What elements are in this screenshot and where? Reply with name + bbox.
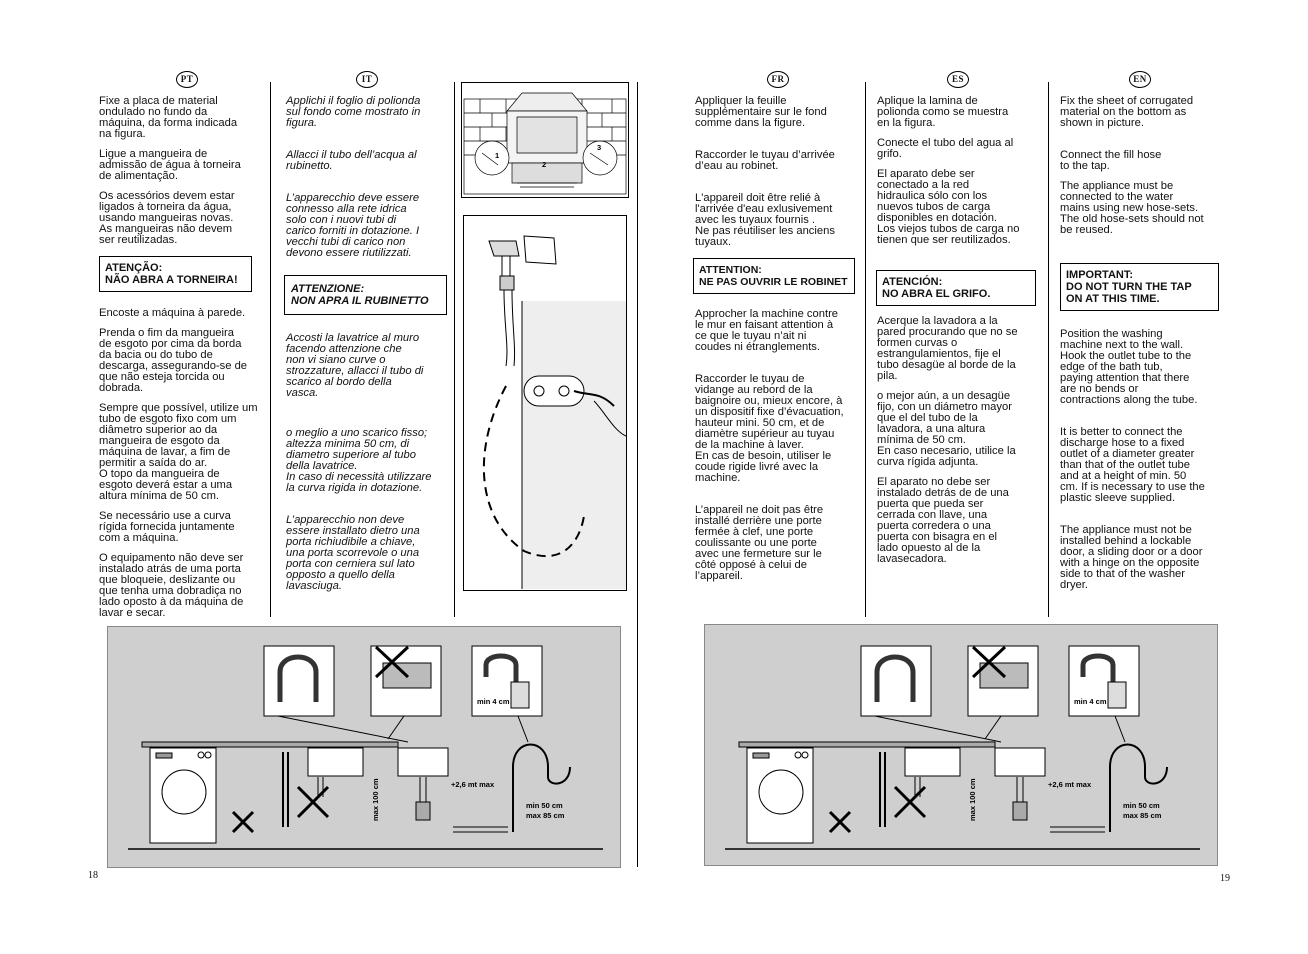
illustration-tap-hose [463, 215, 627, 591]
it-column-bottom: Accosti la lavatrice al muro facendo att… [286, 332, 451, 601]
diagram-label-max85: max 85 cm [526, 811, 565, 820]
pt-paragraph: O equipamento não deve ser instalado atr… [99, 552, 244, 619]
diagram-label-min50: min 50 cm [1123, 801, 1160, 810]
drain-hose-diagram-right: min 4 cm max 100 cm +2,6 mt max min 50 c… [704, 624, 1218, 866]
language-badge-es: ES [947, 71, 969, 88]
diagram-label-min50: min 50 cm [526, 801, 563, 810]
fr-paragraph: L'appareil doit être relié à l'arrivée d… [695, 192, 835, 248]
language-badge-pt: PT [176, 71, 198, 88]
en-column-bottom: Position the washing machine next to the… [1060, 328, 1228, 600]
column-divider [865, 82, 866, 617]
it-paragraph: L’apparecchio non deve essere installato… [286, 514, 420, 592]
page-number-left: 18 [88, 870, 98, 881]
page-divider [637, 82, 638, 867]
fr-warning-box: ATTENTION: NE PAS OUVRIR LE ROBINET [693, 258, 855, 294]
it-warning-box: ATTENZIONE: NON APRA IL RUBINETTO [284, 275, 447, 315]
en-column-top: Fix the sheet of corrugated material on … [1060, 95, 1228, 245]
pt-column-top: Fixe a placa de material ondulado no fun… [99, 95, 269, 255]
column-divider [1048, 82, 1049, 617]
column-divider [270, 82, 271, 617]
en-paragraph: The appliance must be connected to the w… [1060, 180, 1204, 236]
pt-paragraph: Fixe a placa de material ondulado no fun… [99, 95, 238, 140]
language-badge-fr: FR [767, 71, 789, 88]
pt-paragraph: Se necessário use a curva rígida forneci… [99, 510, 235, 544]
es-column-bottom: Acerque la lavadora a la pared procurand… [877, 315, 1045, 574]
en-paragraph: The appliance must not be installed behi… [1060, 524, 1203, 591]
en-paragraph: Connect the fill hose to the tap. [1060, 149, 1162, 172]
it-column-top: Applichi il foglio di polionda sul fondo… [286, 95, 451, 268]
es-column-top: Aplique la lamina de polionda como se mu… [877, 95, 1045, 255]
illustration-corrugated-sheet: 1 2 3 [461, 82, 629, 198]
en-paragraph: It is better to connect the discharge ho… [1060, 426, 1205, 504]
diagram-label-max100: max 100 cm [371, 778, 380, 821]
it-paragraph: Applichi il foglio di polionda sul fondo… [286, 95, 421, 129]
fr-column-top: Appliquer la feuille supplémentaire sur … [695, 95, 863, 257]
language-badge-it: IT [356, 71, 378, 88]
language-badge-en: EN [1129, 71, 1151, 88]
diagram-label-max85: max 85 cm [1123, 811, 1162, 820]
figure-label: 3 [597, 143, 601, 152]
pt-paragraph: Ligue a mangueira de admissão de água à … [99, 148, 241, 182]
diagram-label-min4: min 4 cm [1074, 697, 1107, 706]
diagram-label-min4: min 4 cm [477, 697, 510, 706]
it-paragraph: Allacci il tubo dell’acqua al rubinetto. [286, 149, 417, 172]
diagram-label-max100: max 100 cm [968, 778, 977, 821]
es-paragraph: o mejor aún, a un desagüe fijo, con un d… [877, 390, 1016, 468]
column-divider [454, 82, 455, 617]
es-paragraph: El aparato no debe ser instalado detrás … [877, 476, 1009, 565]
es-paragraph: El aparato debe ser conectado a la red h… [877, 168, 1020, 246]
diagram-label-plus26: +2,6 mt max [1048, 780, 1092, 789]
it-paragraph: Accosti la lavatrice al muro facendo att… [286, 332, 424, 399]
pt-warning-box: ATENÇÃO: NÃO ABRA A TORNEIRA! [99, 256, 252, 292]
en-warning-box: IMPORTANT: DO NOT TURN THE TAP ON AT THI… [1060, 263, 1219, 311]
fr-paragraph: L’appareil ne doit pas être installé der… [695, 504, 824, 582]
figure-label: 2 [542, 160, 546, 169]
drain-hose-diagram-left: min 4 cm max 100 cm +2,6 mt max min 50 c… [107, 626, 621, 868]
pt-paragraph: Sempre que possível, utilize um tubo de … [99, 402, 258, 502]
fr-paragraph: Raccorder le tuyau de vidange au rebord … [695, 373, 844, 484]
es-paragraph: Aplique la lamina de polionda como se mu… [877, 95, 1009, 129]
page-number-right: 19 [1220, 873, 1230, 884]
fr-paragraph: Raccorder le tuyau d’arrivée d’eau au ro… [695, 149, 835, 172]
it-paragraph: L’apparecchio deve essere connesso alla … [286, 192, 420, 259]
en-paragraph: Position the washing machine next to the… [1060, 328, 1198, 406]
pt-paragraph: Prenda o fim da mangueira de esgoto por … [99, 327, 248, 394]
pt-column-bottom: Encoste a máquina à parede. Prenda o fim… [99, 307, 269, 628]
figure-label: 1 [495, 151, 499, 160]
it-paragraph: o meglio a uno scarico fisso; altezza mi… [286, 427, 432, 494]
en-paragraph: Fix the sheet of corrugated material on … [1060, 95, 1194, 129]
es-paragraph: Conecte el tubo del agua al grifo. [877, 137, 1014, 160]
fr-paragraph: Appliquer la feuille supplémentaire sur … [695, 95, 827, 129]
es-paragraph: Acerque la lavadora a la pared procurand… [877, 315, 1018, 382]
pt-paragraph: Os acessórios devem estar ligados à torn… [99, 190, 235, 246]
fr-column-bottom: Approcher la machine contre le mur en fa… [695, 308, 863, 591]
es-warning-box: ATENCIÓN: NO ABRA EL GRIFO. [876, 270, 1036, 306]
diagram-label-plus26: +2,6 mt max [451, 780, 495, 789]
pt-paragraph: Encoste a máquina à parede. [99, 307, 246, 319]
fr-paragraph: Approcher la machine contre le mur en fa… [695, 308, 839, 353]
